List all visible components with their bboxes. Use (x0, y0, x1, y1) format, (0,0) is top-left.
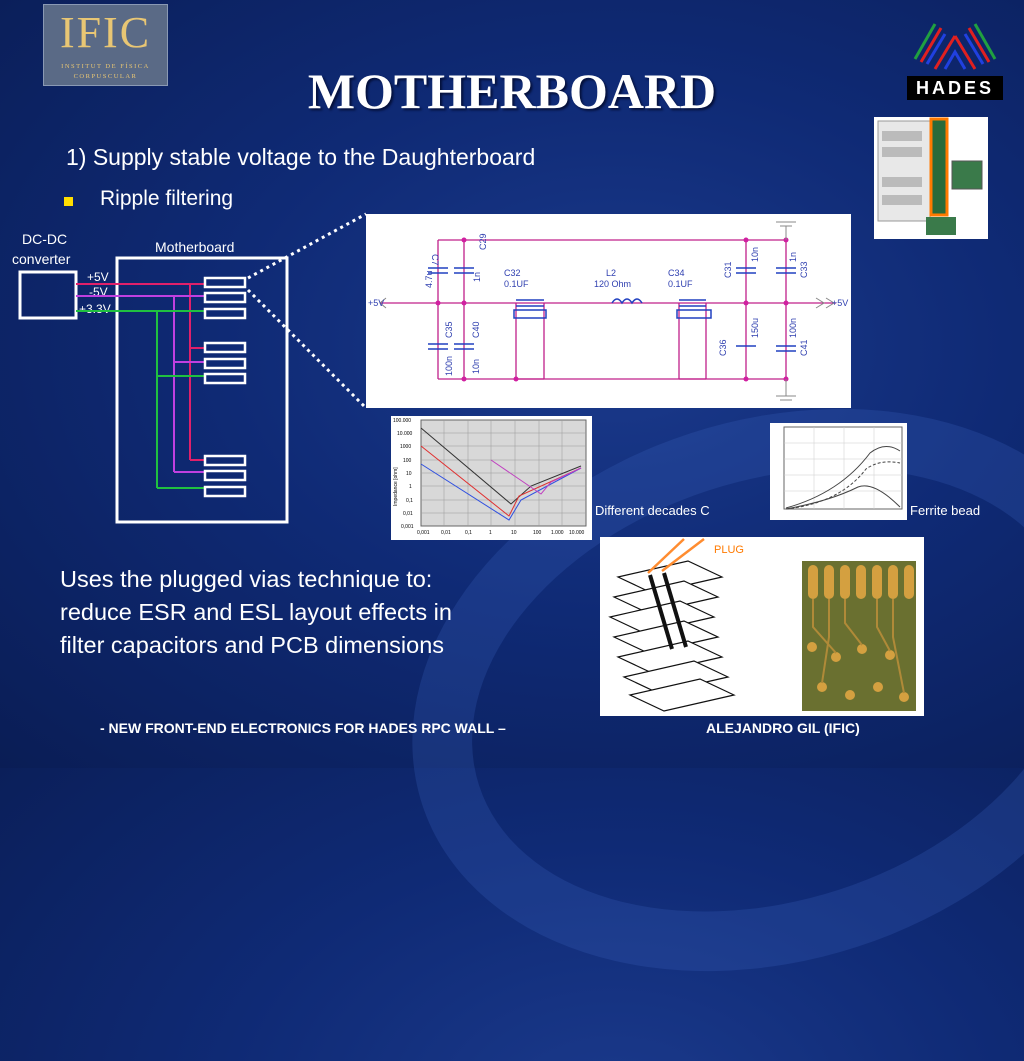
sch-out-label: +5V (832, 298, 848, 308)
impedance-curve-purple (490, 459, 582, 495)
dcdc-label-line1: DC-DC (22, 231, 68, 247)
paragraph-line-1: Uses the plugged vias technique to: (60, 566, 433, 592)
filter-schematic: +5V +5V C32 0.1UF L2 120 Ohm C34 0.1UF C… (366, 214, 851, 408)
impedance-chart: 100.000 10.000 1000 100 10 1 0,1 0,01 0,… (391, 416, 592, 540)
hades-logo-name: HADES (915, 78, 994, 98)
sch-c41-val: 100n (788, 318, 798, 338)
sch-c7-val: 4.7u (424, 270, 434, 288)
imp-xtick-0: 0,001 (417, 530, 430, 536)
ferrite-caption: Ferrite bead (910, 503, 981, 518)
connectors (203, 276, 247, 498)
dcdc-label-line2: converter (12, 251, 71, 267)
plugged-vias-image: PLUG (600, 537, 924, 716)
sch-c31-val: 10n (750, 247, 760, 262)
sch-c33-val: 1n (788, 252, 798, 262)
ferrite-chart-graphic (783, 426, 903, 510)
imp-ytick-5: 1 (409, 484, 412, 490)
footer-left: - NEW FRONT-END ELECTRONICS FOR HADES RP… (100, 720, 506, 736)
imp-xtick-1: 0,01 (441, 530, 451, 536)
rail-p5-wires (76, 283, 205, 461)
impedance-caption: Different decades C (595, 503, 710, 518)
imp-ytick-8: 0,001 (401, 524, 414, 530)
zoom-lines (246, 212, 368, 410)
dcdc-box (18, 270, 78, 320)
plug-label: PLUG (714, 544, 744, 556)
motherboard-box (115, 256, 289, 524)
rail-p33-label: +3.3V (79, 302, 111, 316)
imp-ylabel: Impedance [ohm] (393, 467, 399, 506)
sch-c31: C31 (723, 261, 733, 278)
sch-in-label: +5V (368, 298, 384, 308)
sch-c40: C40 (471, 321, 481, 338)
ferrite-curve-z (785, 446, 901, 509)
ific-logo-line2: CORPUSCULAR (73, 73, 138, 80)
rail-p5-label: +5V (87, 270, 109, 284)
imp-ytick-6: 0,1 (406, 498, 413, 504)
sch-l2: L2 (606, 268, 616, 278)
rail-m5-wires (76, 295, 205, 473)
paragraph-line-3: filter capacitors and PCB dimensions (60, 632, 445, 658)
block-diagram (18, 212, 368, 524)
imp-xtick-4: 10 (511, 530, 517, 536)
sch-c32-val: 0.1UF (504, 279, 529, 289)
imp-xtick-7: 10.000 (569, 530, 585, 536)
ific-logo: IFIC INSTITUT DE FÍSICA CORPUSCULAR (43, 4, 168, 86)
sch-c41: C41 (799, 339, 809, 356)
footer-right: ALEJANDRO GIL (IFIC) (706, 720, 860, 736)
impedance-grid (421, 420, 586, 526)
sch-c7: C7 (430, 254, 440, 266)
sch-c36: C36 (718, 339, 728, 356)
sch-c32: C32 (504, 268, 521, 278)
sch-c35: C35 (444, 321, 454, 338)
imp-ytick-3: 100 (403, 458, 412, 464)
sch-c29-val: 1n (472, 272, 482, 282)
sch-c29: C29 (478, 233, 488, 250)
ferrite-chart (770, 423, 907, 520)
motherboard-label: Motherboard (155, 239, 235, 255)
hades-logo: HADES (905, 14, 1005, 104)
paragraph-line-2: reduce ESR and ESL layout effects in (60, 599, 452, 625)
imp-ytick-4: 10 (406, 471, 412, 477)
impedance-chart-graphic: 100.000 10.000 1000 100 10 1 0,1 0,01 0,… (393, 418, 587, 536)
sch-l2-val: 120 Ohm (594, 279, 631, 289)
imp-ytick-1: 10.000 (397, 431, 413, 437)
plugged-vias-graphic: PLUG (608, 538, 916, 712)
bullet-ripple-filtering: Ripple filtering (100, 187, 234, 210)
impedance-curve-red (420, 445, 582, 517)
sch-c34: C34 (668, 268, 685, 278)
pcb-photo (874, 117, 988, 239)
slide-title: MOTHERBOARD (307, 63, 717, 119)
point-1: 1) Supply stable voltage to the Daughter… (66, 144, 536, 170)
pcb-photo-graphic (877, 117, 983, 235)
imp-xtick-2: 0,1 (465, 530, 472, 536)
sch-c33: C33 (799, 261, 809, 278)
ific-logo-line1: INSTITUT DE FÍSICA (61, 63, 150, 70)
bullet-marker (64, 197, 73, 206)
sch-c34-val: 0.1UF (668, 279, 693, 289)
sch-c36-val: 150u (750, 318, 760, 338)
sch-c35-val: 100n (444, 356, 454, 376)
imp-ytick-7: 0,01 (403, 511, 413, 517)
ferrite-curve-r (785, 461, 901, 510)
imp-xtick-6: 1.000 (551, 530, 564, 536)
rail-p33-wires (76, 310, 205, 489)
ific-logo-name: IFIC (59, 8, 152, 57)
imp-ytick-0: 100.000 (393, 418, 411, 424)
impedance-curve-blue (420, 463, 582, 521)
hades-logo-graphic (907, 23, 1003, 100)
imp-xtick-5: 100 (533, 530, 542, 536)
sch-c40-val: 10n (471, 359, 481, 374)
imp-xtick-3: 1 (489, 530, 492, 536)
plugged-vias-paragraph: Uses the plugged vias technique to: redu… (60, 563, 580, 662)
ferrite-curve-x (785, 485, 901, 510)
imp-ytick-2: 1000 (400, 444, 411, 450)
schematic-graphic: +5V +5V C32 0.1UF L2 120 Ohm C34 0.1UF C… (368, 221, 848, 401)
